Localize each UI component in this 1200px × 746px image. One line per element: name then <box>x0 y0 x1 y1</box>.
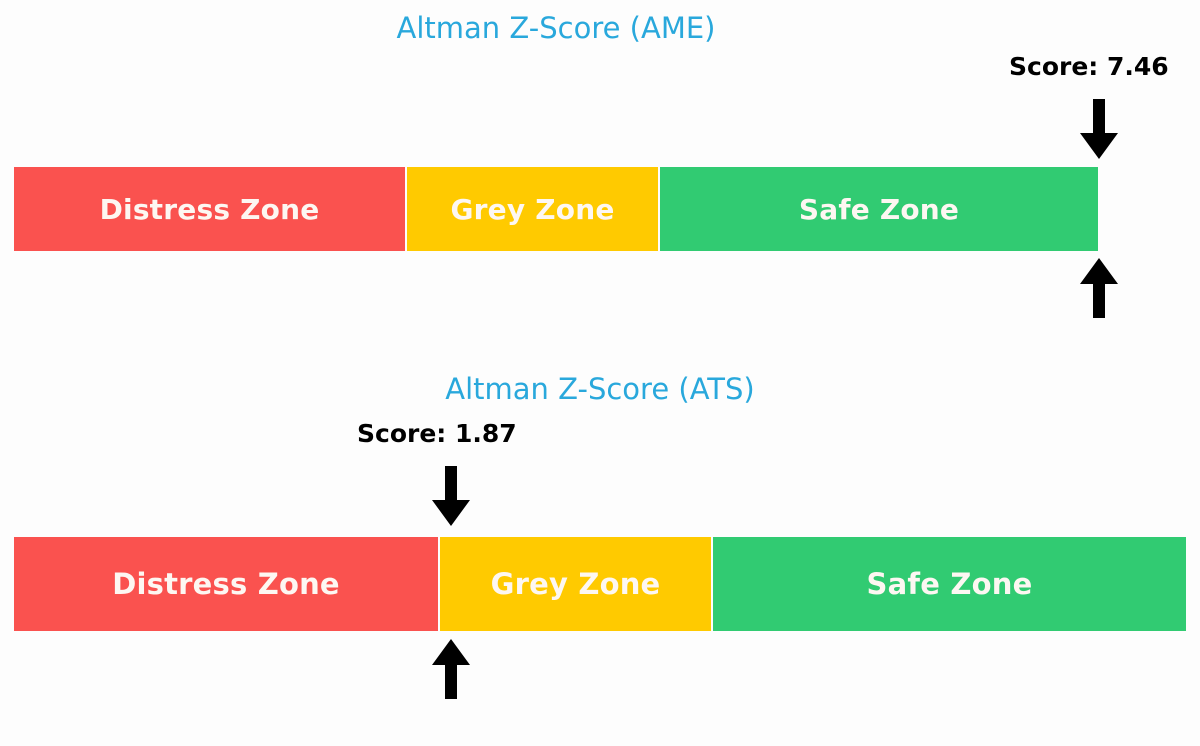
zone-label: Grey Zone <box>450 192 615 226</box>
zone-safe-ame: Safe Zone <box>660 167 1098 251</box>
score-label-ame: Score: 7.46 <box>1009 52 1169 81</box>
zone-label: Safe Zone <box>866 567 1033 601</box>
zone-bar-ame: Distress Zone Grey Zone Safe Zone <box>14 167 1100 251</box>
zone-label: Distress Zone <box>99 192 320 226</box>
zone-grey-ame: Grey Zone <box>407 167 660 251</box>
chart-title-ame: Altman Z-Score (AME) <box>396 11 716 45</box>
zone-grey-ats: Grey Zone <box>440 537 713 631</box>
chart-title-ats: Altman Z-Score (ATS) <box>445 372 755 406</box>
arrow-down-icon <box>1080 99 1118 159</box>
zone-distress-ats: Distress Zone <box>14 537 440 631</box>
score-label-ats: Score: 1.87 <box>357 419 517 448</box>
zone-label: Safe Zone <box>798 192 960 226</box>
arrow-down-icon <box>432 466 470 526</box>
arrow-up-icon <box>432 639 470 699</box>
arrow-up-icon <box>1080 258 1118 318</box>
zone-label: Distress Zone <box>112 567 340 601</box>
zone-label: Grey Zone <box>490 567 661 601</box>
zone-distress-ame: Distress Zone <box>14 167 407 251</box>
zone-safe-ats: Safe Zone <box>713 537 1186 631</box>
zone-bar-ats: Distress Zone Grey Zone Safe Zone <box>14 537 1186 631</box>
